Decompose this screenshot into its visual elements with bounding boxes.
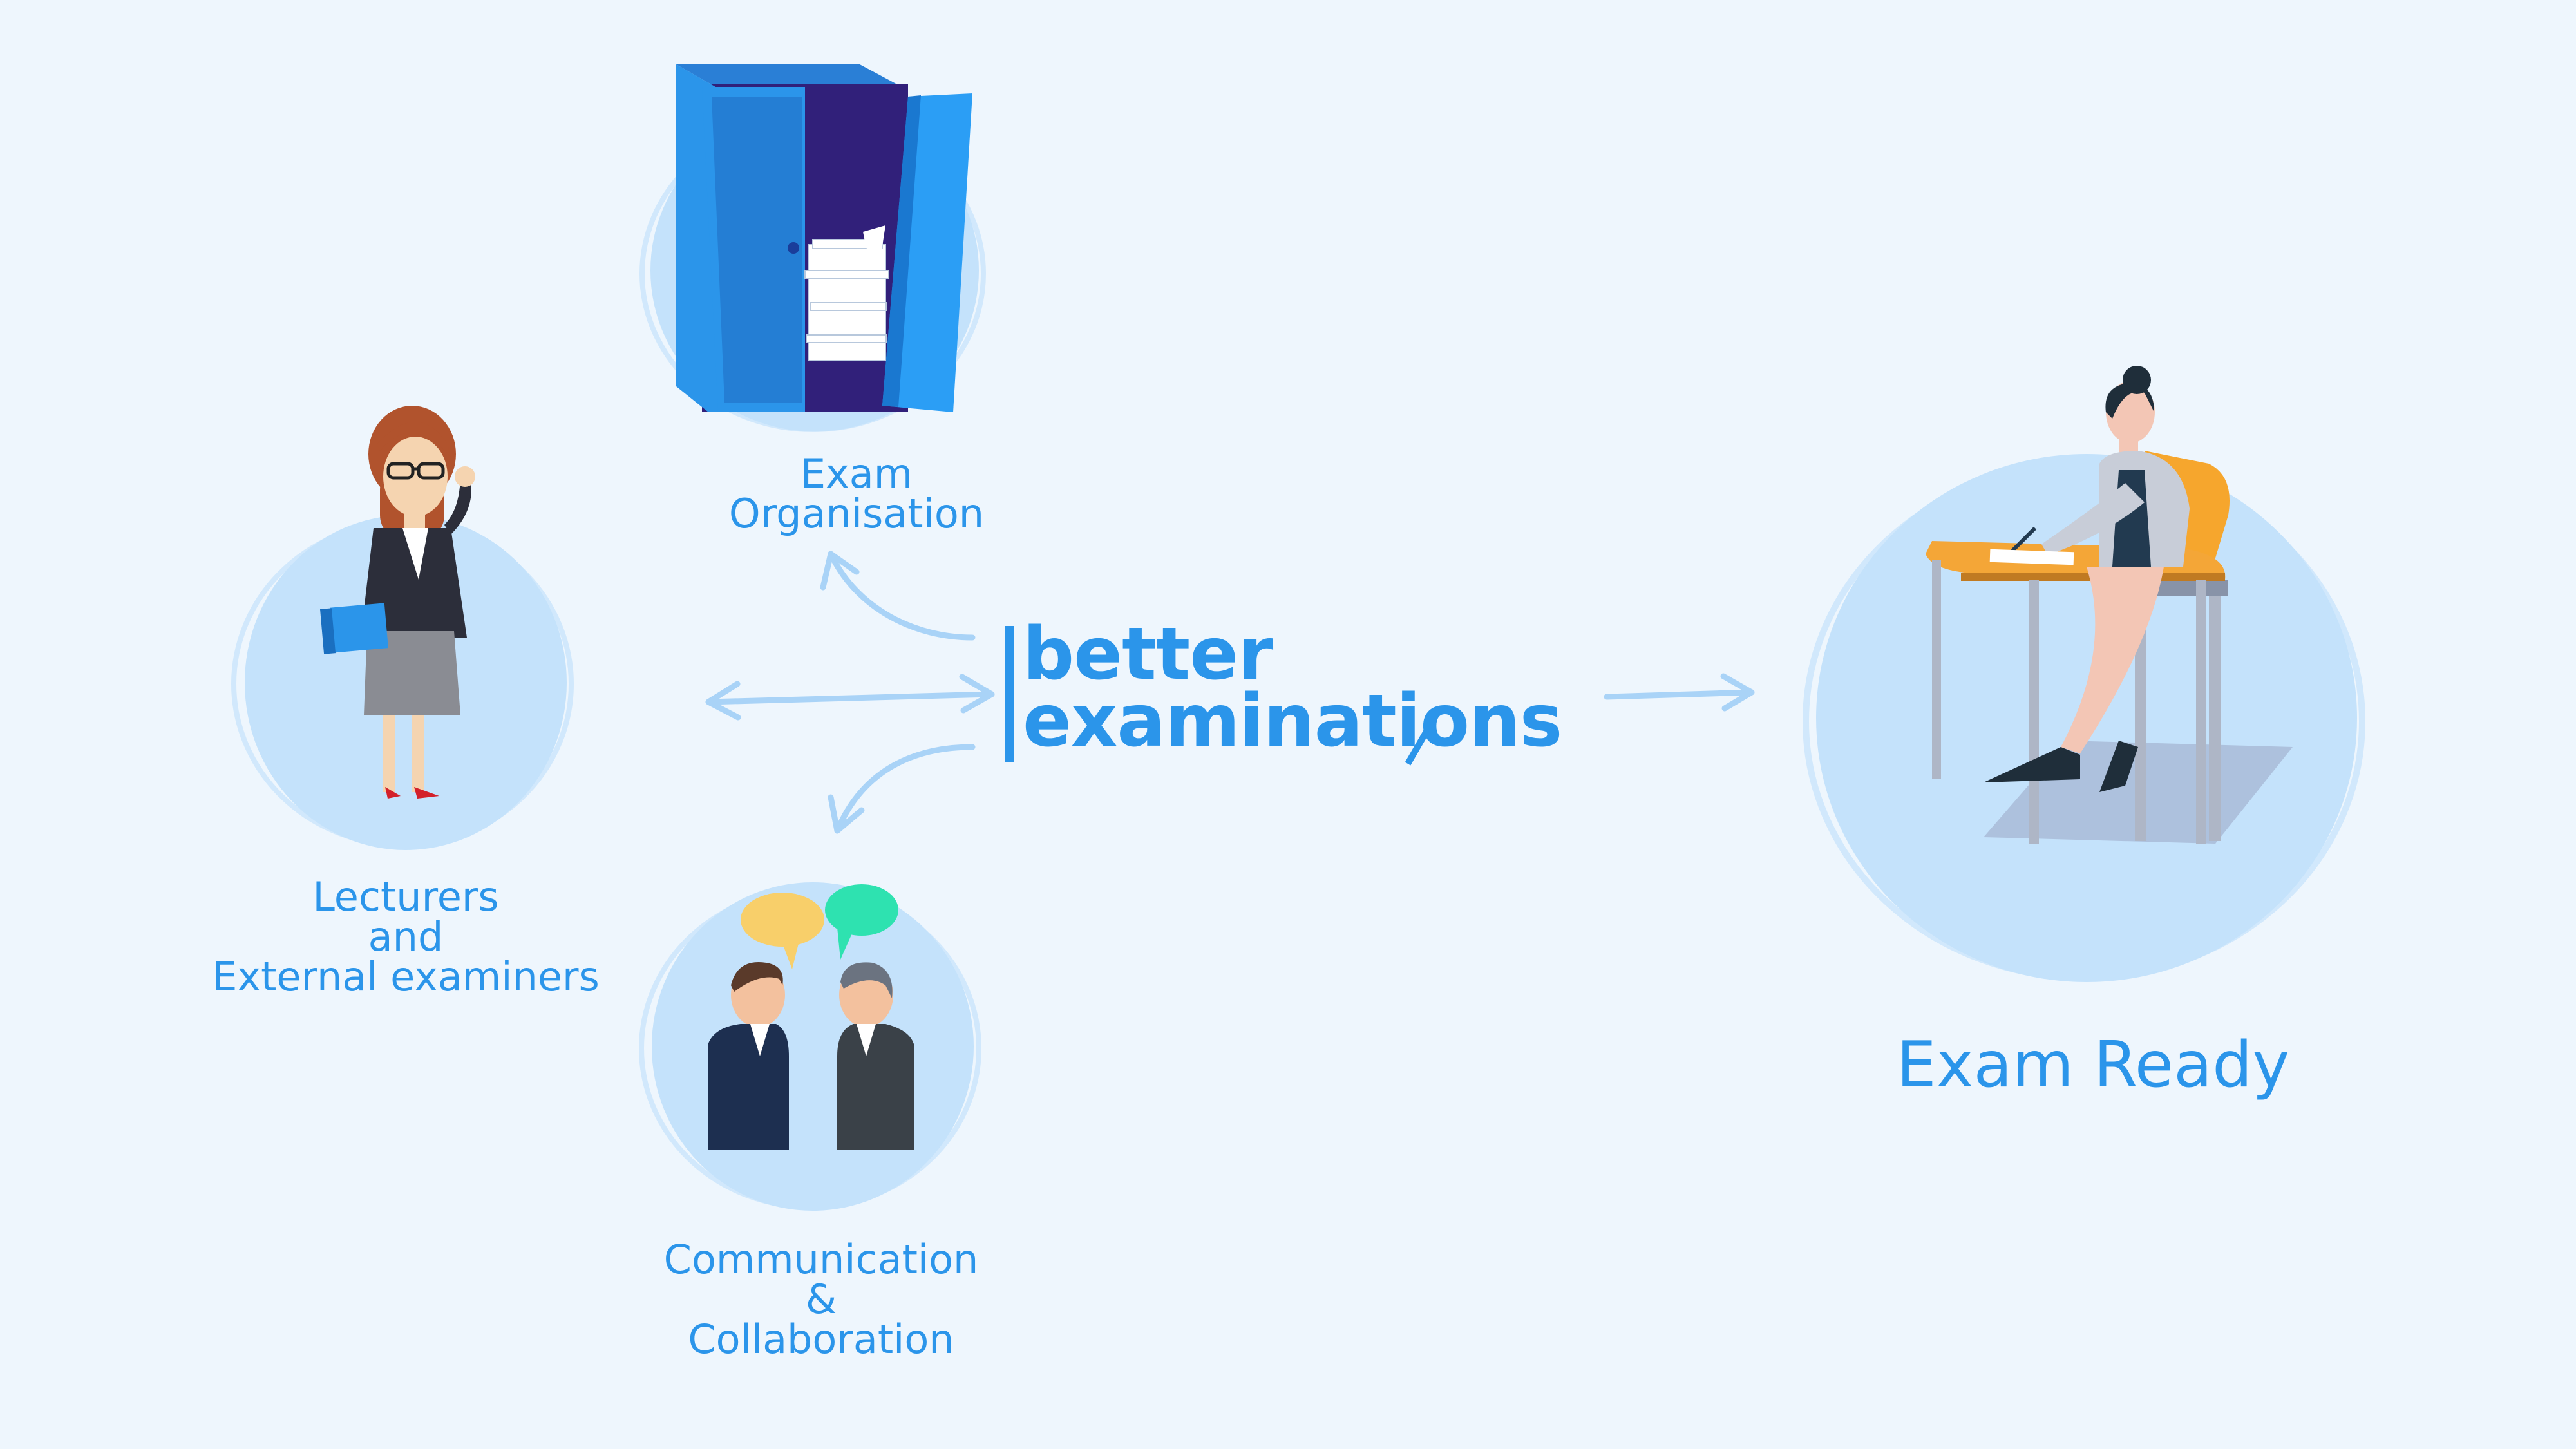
label-lecturers-line2: and bbox=[368, 913, 444, 960]
label-communication: Communication & Collaboration bbox=[618, 1240, 1024, 1359]
brand-logo-bar bbox=[1005, 626, 1014, 762]
label-exam-organisation-line1: Exam bbox=[800, 450, 913, 497]
label-lecturers: Lecturers and External examiners bbox=[148, 877, 663, 997]
label-exam-organisation: Exam Organisation bbox=[663, 454, 1050, 534]
brand-line2: examinations bbox=[1023, 679, 1562, 763]
arrow-to-exam-ready bbox=[1604, 673, 1755, 712]
arrow-double-lecturers bbox=[705, 674, 995, 721]
label-lecturers-line3: External examiners bbox=[212, 953, 600, 1000]
label-communication-line2: & bbox=[805, 1276, 837, 1323]
teacher-icon bbox=[319, 406, 475, 799]
speech-bubbles-icon bbox=[741, 884, 898, 969]
arrow-to-communication bbox=[828, 744, 976, 834]
brand-line1: better bbox=[1023, 612, 1273, 696]
label-communication-line3: Collaboration bbox=[688, 1316, 954, 1363]
colleagues-icon bbox=[708, 962, 914, 1150]
label-exam-ready: Exam Ready bbox=[1803, 1034, 2383, 1097]
student-at-desk-icon bbox=[1926, 366, 2293, 844]
label-communication-line1: Communication bbox=[663, 1236, 979, 1283]
arrow-to-organisation bbox=[820, 551, 976, 641]
label-exam-ready-text: Exam Ready bbox=[1896, 1028, 2290, 1102]
label-exam-organisation-line2: Organisation bbox=[728, 490, 985, 537]
label-lecturers-line1: Lecturers bbox=[312, 873, 499, 920]
cabinet-icon bbox=[676, 64, 972, 412]
